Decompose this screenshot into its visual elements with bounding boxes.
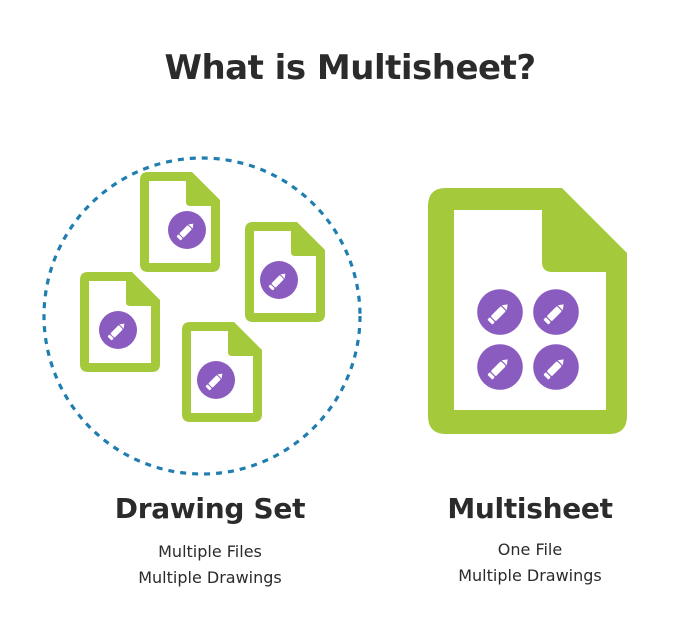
pencil-icon [99, 311, 137, 349]
drawing-set-line: Multiple Drawings [138, 568, 282, 587]
file-icon [428, 188, 627, 434]
multisheet-title: Multisheet [447, 492, 613, 525]
file-icon [140, 172, 220, 272]
multisheet-caption: Multisheet One File Multiple Drawings [410, 492, 650, 589]
pencil-icon [477, 344, 523, 390]
page-title: What is Multisheet? [164, 48, 536, 88]
multisheet-line: One File [497, 540, 563, 559]
drawing-set-title: Drawing Set [114, 492, 306, 525]
file-icon [245, 222, 325, 322]
drawing-set-caption: Drawing Set Multiple Files Multiple Draw… [90, 492, 330, 591]
pencil-icon [197, 361, 235, 399]
file-icon [182, 322, 262, 422]
drawing-set-boundary [42, 156, 362, 476]
multisheet-line: Multiple Drawings [458, 566, 602, 585]
pencil-icon [477, 289, 523, 335]
file-icon [80, 272, 160, 372]
pencil-icon [168, 211, 206, 249]
pencil-icon [533, 289, 579, 335]
drawing-set-line: Multiple Files [158, 542, 262, 561]
pencil-icon [533, 344, 579, 390]
pencil-icon [260, 261, 298, 299]
